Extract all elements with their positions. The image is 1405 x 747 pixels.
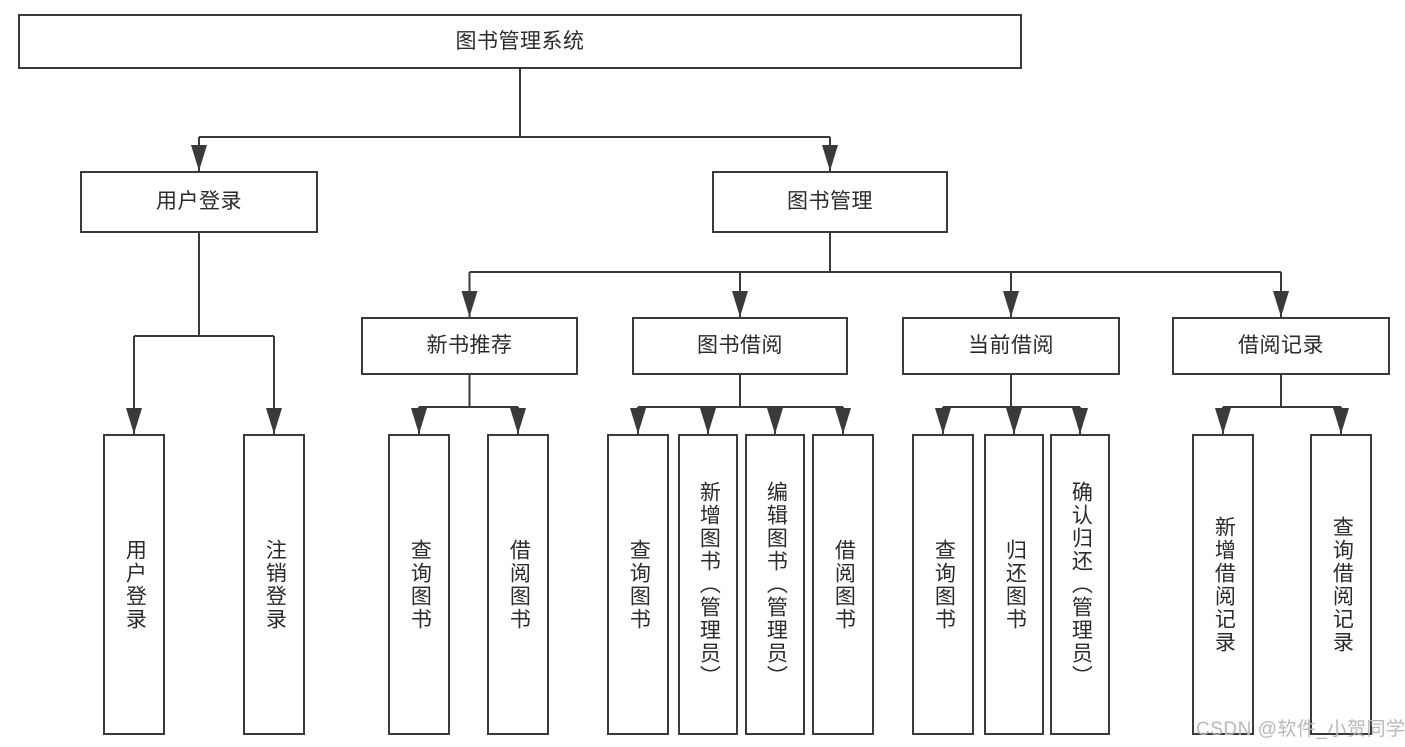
node-label: 编辑图书（管理员） [764,481,788,688]
edge-arrowhead [1333,408,1349,434]
node-label: 确认归还（管理员） [1069,481,1093,688]
edge-arrowhead [411,408,427,434]
node-leaf-query-record[interactable]: 查询借阅记录 [1310,434,1372,735]
node-leaf-edit-book[interactable]: 编辑图书（管理员） [745,434,805,735]
edge-arrowhead [191,145,207,171]
node-root[interactable]: 图书管理系统 [18,14,1022,69]
node-leaf-borrow-book-2[interactable]: 借阅图书 [812,434,874,735]
edge-arrowhead [510,408,526,434]
node-label: 借阅记录 [1238,334,1324,358]
edge-arrowhead [1215,408,1231,434]
edge-arrowhead [461,291,478,317]
node-label: 新书推荐 [426,334,513,358]
edge-arrowhead [126,408,142,434]
node-label: 查询图书 [932,538,956,631]
edge-arrowhead [266,408,282,434]
node-label: 借阅图书 [507,538,531,631]
edge-arrowhead [822,145,838,171]
node-leaf-query-book-1[interactable]: 查询图书 [388,434,450,735]
node-label: 查询图书 [627,538,651,631]
edge-arrowhead [1006,408,1022,434]
node-leaf-logout[interactable]: 注销登录 [243,434,305,735]
node-current-borrow[interactable]: 当前借阅 [902,317,1120,375]
node-leaf-return-book[interactable]: 归还图书 [984,434,1044,735]
edge-arrowhead [700,408,716,434]
node-leaf-add-record[interactable]: 新增借阅记录 [1192,434,1254,735]
edge-arrowhead [935,408,951,434]
edge-arrowhead [835,408,851,434]
node-label: 图书管理系统 [455,29,585,53]
edge-arrowhead [1072,408,1088,434]
node-label: 新增图书（管理员） [697,481,721,688]
edge-arrowhead [1273,291,1289,317]
node-leaf-query-book-3[interactable]: 查询图书 [912,434,974,735]
node-label: 用户登录 [156,190,242,214]
node-label: 注销登录 [263,538,287,631]
edge-arrowhead [630,408,646,434]
node-leaf-add-book[interactable]: 新增图书（管理员） [678,434,738,735]
watermark-label: CSDN @软件_小贺同学 [1196,719,1405,740]
node-user-login[interactable]: 用户登录 [80,171,318,233]
node-label: 图书借阅 [697,334,783,358]
node-leaf-user-login[interactable]: 用户登录 [103,434,165,735]
node-label: 图书管理 [787,190,873,214]
edge-arrowhead [767,408,783,434]
node-label: 查询借阅记录 [1330,515,1354,654]
node-borrow-record[interactable]: 借阅记录 [1172,317,1390,375]
node-book-borrow[interactable]: 图书借阅 [632,317,848,375]
node-label: 归还图书 [1003,538,1027,631]
node-label: 用户登录 [123,538,147,631]
node-label: 当前借阅 [968,334,1054,358]
edge-arrowhead [1003,291,1019,317]
node-leaf-borrow-book-1[interactable]: 借阅图书 [487,434,549,735]
node-leaf-query-book-2[interactable]: 查询图书 [607,434,669,735]
node-new-book-rec[interactable]: 新书推荐 [361,317,578,375]
node-leaf-confirm-return[interactable]: 确认归还（管理员） [1050,434,1110,735]
node-label: 新增借阅记录 [1212,515,1236,654]
node-label: 查询图书 [408,538,432,631]
node-label: 借阅图书 [832,538,856,631]
edge-arrowhead [732,291,748,317]
node-book-manage[interactable]: 图书管理 [712,171,948,233]
